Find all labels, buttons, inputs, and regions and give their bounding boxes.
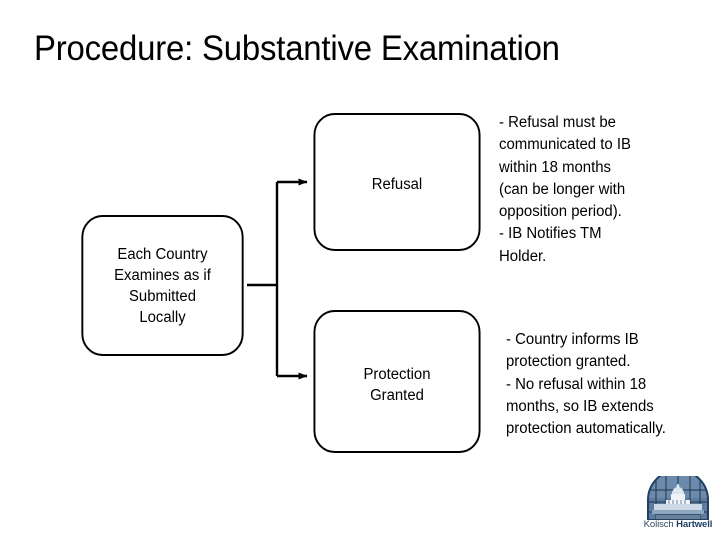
flow-node-refusal[interactable]: Refusal (313, 113, 481, 251)
logo-wordmark: Kolisch Hartwell (643, 519, 713, 530)
flow-node-protection-granted[interactable]: Protection Granted (313, 310, 481, 453)
logo: Kolisch Hartwell (643, 476, 713, 536)
note-refusal: - Refusal must be communicated to IB wit… (499, 114, 631, 265)
logo-name-bold: Hartwell (676, 519, 713, 530)
logo-emblem-icon (647, 476, 709, 520)
note-protection-granted: - Country informs IB protection granted.… (506, 331, 666, 438)
flow-node-each-country-label: Each Country Examines as if Submitted Lo… (114, 245, 211, 326)
logo-name-part-2: isch (657, 519, 677, 530)
flow-node-each-country[interactable]: Each Country Examines as if Submitted Lo… (81, 215, 244, 356)
logo-name-part-1: Kol (643, 519, 658, 530)
flow-node-refusal-label: Refusal (371, 176, 423, 193)
page-title: Procedure: Substantive Examination (34, 29, 560, 68)
flow-node-protection-granted-label: Protection Granted (363, 366, 431, 404)
